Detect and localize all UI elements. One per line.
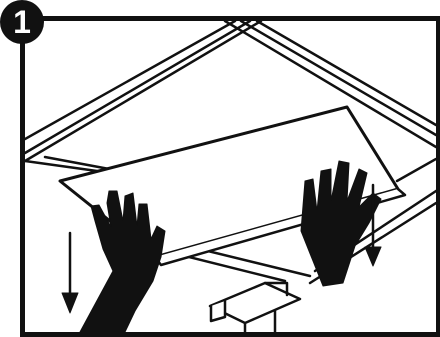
grid-intersection-icon [210,283,300,332]
instruction-frame [20,16,440,337]
down-arrow-icon [62,233,78,313]
step-number-badge: 1 [0,0,44,44]
ceiling-panel-illustration [25,21,436,332]
